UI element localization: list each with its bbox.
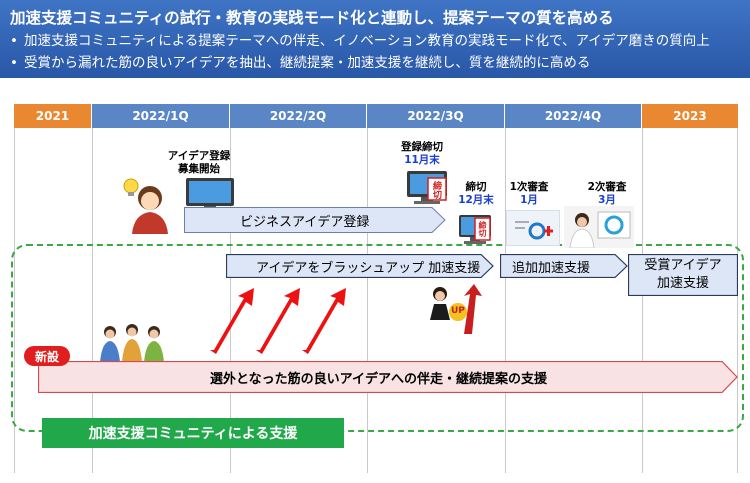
bullet-1: •加速支援コミュニティによる提案テーマへの伴走、イノベーション教育の実践モード化… (10, 33, 710, 49)
period-2022-4q: 2022/4Q (505, 104, 642, 128)
deadline-label: 締切 12月末 (458, 181, 494, 206)
review-presenter-image (564, 206, 634, 249)
header-banner: 加速支援コミュニティの試行・教育の実践モード化と連動し、提案テーマの質を高める … (0, 0, 750, 78)
period-2022-1q: 2022/1Q (92, 104, 230, 128)
awarded-idea-support-box: 受賞アイデア 加速支援 (628, 254, 738, 296)
reg-deadline-label: 登録締切 11月末 (401, 141, 443, 166)
community-dashed-region (11, 244, 744, 432)
person-up-icon: UP (420, 284, 488, 334)
brushup-support-arrow: アイデアをブラッシュアップ 加速支援 (226, 254, 494, 278)
first-review-label: 1次審査 1月 (509, 181, 549, 206)
new-badge: 新設 (24, 346, 70, 366)
period-2021: 2021 (14, 104, 92, 128)
review-chart-image (506, 210, 560, 246)
second-review-label: 2次審査 3月 (587, 181, 627, 206)
additional-support-arrow: 追加加速支援 (500, 254, 628, 278)
deadline-monitor-icon-2: 締切 (458, 214, 494, 246)
bullet-2: •受賞から漏れた筋の良いアイデアを抽出、継続提案・加速支援を継続し、質を継続的に… (10, 55, 591, 71)
timeline-grid (14, 128, 738, 473)
period-2023: 2023 (642, 104, 738, 128)
timeline-header: 2021 2022/1Q 2022/2Q 2022/3Q 2022/4Q 202… (14, 104, 738, 128)
period-2022-3q: 2022/3Q (367, 104, 505, 128)
page-title: 加速支援コミュニティの試行・教育の実践モード化と連動し、提案テーマの質を高める (10, 9, 614, 27)
community-support-bar: 加速支援コミュニティによる支援 (42, 418, 344, 448)
red-up-arrows (202, 284, 358, 354)
person-lightbulb-icon (118, 176, 178, 234)
business-idea-registration-arrow: ビジネスアイデア登録 (184, 207, 446, 233)
deadline-monitor-icon: 締切 (406, 170, 452, 206)
idea-recruit-start-label: アイデア登録 募集開始 (167, 150, 231, 175)
period-2022-2q: 2022/2Q (230, 104, 367, 128)
people-group-icon (98, 322, 166, 362)
continuation-support-arrow: 選外となった筋の良いアイデアへの伴走・継続提案の支援 (38, 361, 738, 393)
